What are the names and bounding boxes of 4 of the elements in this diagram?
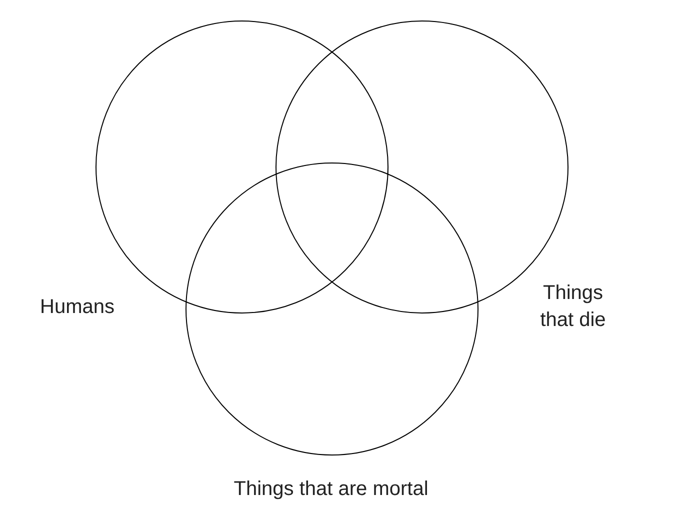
set-label: Things that are mortal <box>232 477 430 502</box>
set-label: Humans <box>40 295 116 320</box>
set-label: Things that die <box>539 281 607 333</box>
venn-circle <box>186 162 478 456</box>
